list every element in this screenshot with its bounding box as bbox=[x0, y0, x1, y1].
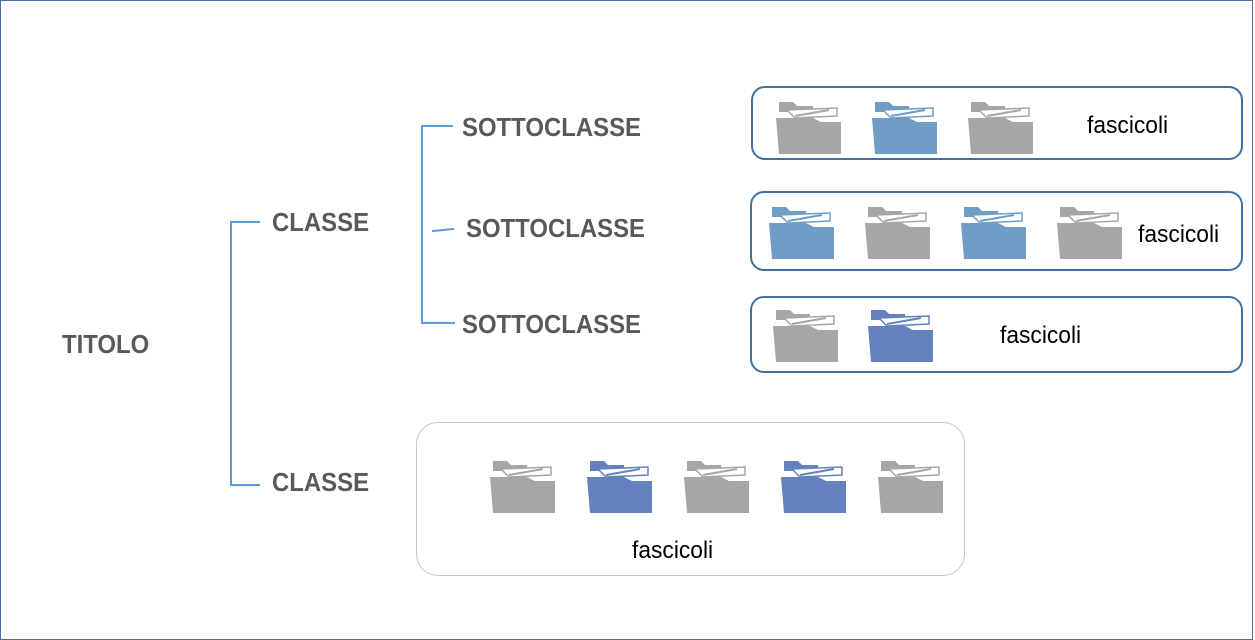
folder-icon bbox=[965, 96, 1035, 156]
classe-label-2: CLASSE bbox=[272, 467, 370, 497]
folder-icon bbox=[869, 96, 939, 156]
folder-icon bbox=[773, 96, 843, 156]
fascicoli-group-sottoclasse-1: fascicoli bbox=[751, 86, 1243, 160]
folder-icon bbox=[584, 455, 654, 515]
folder-icon bbox=[875, 455, 945, 515]
folder-icon bbox=[770, 304, 840, 364]
folder-icon bbox=[862, 201, 932, 261]
folder-icon bbox=[766, 201, 836, 261]
fascicoli-text: fascicoli bbox=[1087, 112, 1169, 139]
folder-icon bbox=[865, 304, 935, 364]
fascicoli-text: fascicoli bbox=[1000, 322, 1082, 349]
fascicoli-group-classe-2: fascicoli bbox=[416, 422, 965, 576]
folder-icon bbox=[1054, 201, 1124, 261]
sottoclasse-label-3: SOTTOCLASSE bbox=[462, 309, 641, 339]
connector-titolo-vertical bbox=[230, 221, 232, 485]
sottoclasse-label-1: SOTTOCLASSE bbox=[462, 112, 641, 142]
fascicoli-text: fascicoli bbox=[632, 537, 714, 564]
titolo-label: TITOLO bbox=[62, 329, 150, 359]
connector-classe2-tick bbox=[230, 484, 260, 486]
fascicoli-group-sottoclasse-3: fascicoli bbox=[750, 296, 1243, 373]
connector-sottoclasse3-tick bbox=[421, 322, 455, 324]
folder-icon bbox=[778, 455, 848, 515]
folder-icon bbox=[681, 455, 751, 515]
connector-sottoclasse1-tick bbox=[421, 125, 453, 127]
sottoclasse-label-2: SOTTOCLASSE bbox=[466, 213, 645, 243]
classe-label-1: CLASSE bbox=[272, 207, 370, 237]
fascicoli-group-sottoclasse-2: fascicoli bbox=[750, 191, 1243, 271]
folder-icon bbox=[487, 455, 557, 515]
connector-classe1-tick bbox=[230, 221, 260, 223]
folder-icon bbox=[958, 201, 1028, 261]
fascicoli-text: fascicoli bbox=[1138, 221, 1220, 248]
connector-classe1-vertical bbox=[421, 125, 423, 323]
